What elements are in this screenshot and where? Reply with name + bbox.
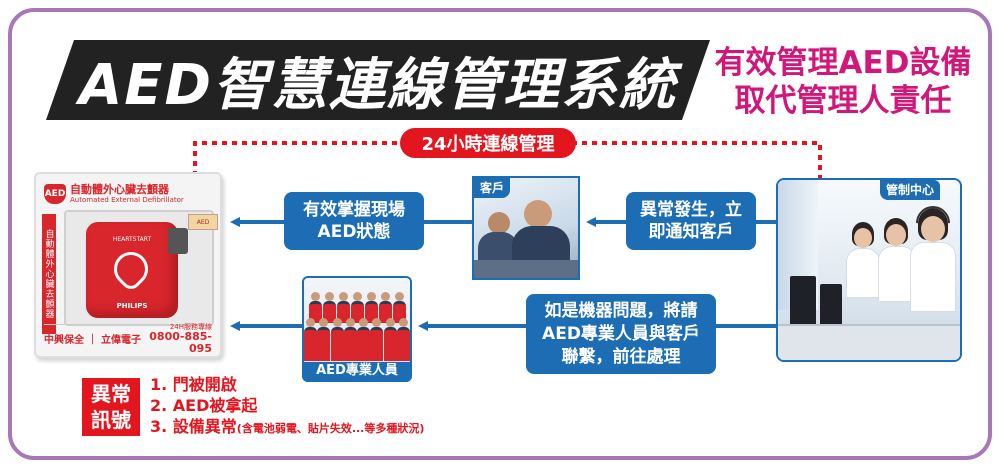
- person-icon: [524, 200, 552, 228]
- alarm-signal-list: 1. 門被開啟 2. AED被拿起 3. 設備異常(含電池弱電、貼片失效...等…: [150, 374, 424, 439]
- cabinet-footer: 中興保全 ｜ 立偉電子 24H服務專線 0800-885-095: [44, 323, 212, 354]
- alarm-item: 1. 門被開啟: [150, 375, 237, 394]
- aed-handle: [168, 228, 188, 254]
- operator-icon: [886, 224, 906, 246]
- slogan-line-2: 取代管理人責任: [734, 83, 952, 119]
- aed-unit-maker: PHILIPS: [116, 302, 148, 310]
- cabinet-brand-en: Automated External Defibrillator: [70, 196, 184, 204]
- customer-tag: 客戶: [474, 178, 511, 198]
- page-title: AED智慧連線管理系統: [78, 52, 678, 118]
- heart-icon: [106, 244, 156, 294]
- staff-tag: AED專業人員: [302, 362, 412, 382]
- alarm-item-note: (含電池弱電、貼片失效...等多種狀況): [236, 422, 425, 435]
- staff-group-back: [308, 292, 406, 323]
- control-center-tag: 管制中心: [880, 180, 941, 200]
- operator-icon: [921, 216, 945, 242]
- aed-unit-brand: HEARTSTART: [112, 236, 152, 243]
- message-machine-problem: 如是機器問題，將請 AED專業人員與客戶 聯繫，前往處理: [526, 294, 716, 374]
- staff-group-front: [304, 318, 410, 361]
- slogan: 有效管理AED設備 取代管理人責任: [712, 44, 974, 120]
- slogan-line-1: 有效管理AED設備: [714, 45, 972, 81]
- alarm-signal-label: 異常 訊號: [82, 378, 140, 436]
- hotline-label: 24H服務專線: [169, 322, 212, 331]
- cabinet-side-text: 自動體外心臟去顫器: [42, 214, 56, 334]
- connection-label: 24小時連線管理: [400, 128, 576, 158]
- title-banner: [46, 40, 710, 120]
- alarm-item: 2. AED被拿起: [150, 396, 258, 415]
- person-icon: [488, 212, 510, 234]
- message-grasp-status: 有效掌握現場 AED狀態: [284, 192, 424, 250]
- cabinet-header: AED 自動體外心臟去顫器 Automated External Defibri…: [44, 182, 212, 206]
- connection-dotted-line: [193, 141, 822, 186]
- message-notify-customer: 異常發生，立 即通知客戶: [626, 192, 756, 250]
- operator-icon: [854, 228, 872, 248]
- aed-device: HEARTSTART PHILIPS: [86, 222, 188, 318]
- control-center-photo: [776, 178, 962, 362]
- cabinet-hotline: 24H服務專線 0800-885-095: [141, 323, 212, 355]
- aed-logo-icon: AED: [44, 184, 66, 204]
- alarm-item: 3. 設備異常(含電池弱電、貼片失效...等多種狀況): [150, 417, 425, 436]
- monitor-icon: [820, 284, 842, 328]
- cabinet-corp: 中興保全 ｜ 立偉電子: [44, 335, 141, 346]
- cabinet-sticker: AED: [188, 214, 218, 230]
- cabinet-brand-cn: 自動體外心臟去顫器: [70, 183, 169, 196]
- hotline-number: 0800-885-095: [149, 329, 212, 355]
- monitor-icon: [790, 276, 816, 328]
- aed-cabinet: AED 自動體外心臟去顫器 Automated External Defibri…: [34, 172, 222, 358]
